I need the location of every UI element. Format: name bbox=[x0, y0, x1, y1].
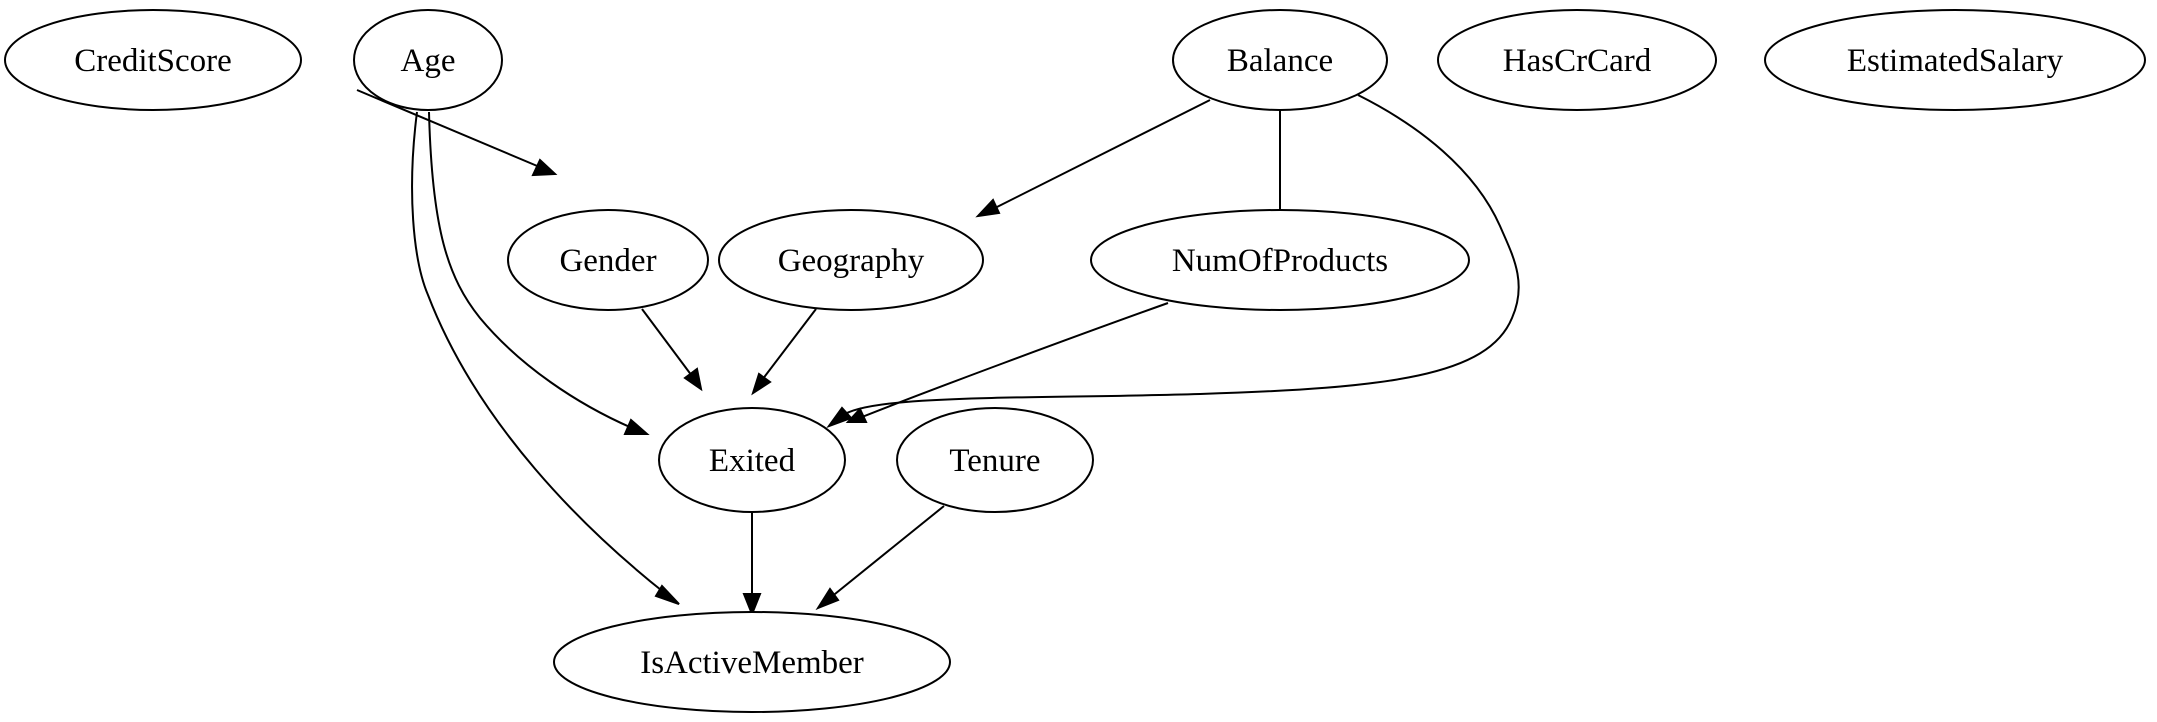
svg-text:IsActiveMember: IsActiveMember bbox=[640, 645, 864, 681]
edge-balance-geography bbox=[975, 99, 1211, 218]
edge-balance-exited bbox=[826, 94, 1520, 429]
edge-age-exited bbox=[428, 111, 650, 435]
node-age: Age bbox=[353, 9, 503, 111]
edge-age-isactivemember bbox=[411, 111, 680, 605]
edge-gender-exited bbox=[641, 308, 703, 392]
node-isactivemember: IsActiveMember bbox=[553, 611, 951, 713]
svg-text:EstimatedSalary: EstimatedSalary bbox=[1847, 43, 2064, 79]
node-estimatedsalary: EstimatedSalary bbox=[1764, 9, 2146, 111]
node-tenure: Tenure bbox=[896, 407, 1094, 513]
node-creditscore: CreditScore bbox=[4, 9, 302, 111]
svg-text:Age: Age bbox=[401, 43, 456, 79]
svg-text:Exited: Exited bbox=[709, 443, 796, 479]
node-gender: Gender bbox=[507, 209, 709, 311]
node-hascrcard: HasCrCard bbox=[1437, 9, 1717, 111]
svg-text:CreditScore: CreditScore bbox=[74, 43, 232, 79]
node-numofproducts: NumOfProducts bbox=[1090, 209, 1470, 311]
node-balance: Balance bbox=[1172, 9, 1388, 111]
node-geography: Geography bbox=[718, 209, 984, 311]
svg-text:Balance: Balance bbox=[1227, 43, 1333, 79]
edge-tenure-isactivemember bbox=[815, 505, 945, 611]
svg-text:Gender: Gender bbox=[559, 243, 656, 279]
edge-geography-exited bbox=[751, 308, 817, 396]
svg-text:NumOfProducts: NumOfProducts bbox=[1172, 243, 1388, 279]
node-exited: Exited bbox=[658, 407, 846, 513]
svg-text:Geography: Geography bbox=[778, 243, 925, 279]
edge-exited-isactivemember bbox=[742, 512, 762, 617]
svg-text:HasCrCard: HasCrCard bbox=[1503, 43, 1652, 79]
svg-text:Tenure: Tenure bbox=[949, 443, 1040, 479]
edge-numofproducts-exited bbox=[845, 302, 1169, 423]
